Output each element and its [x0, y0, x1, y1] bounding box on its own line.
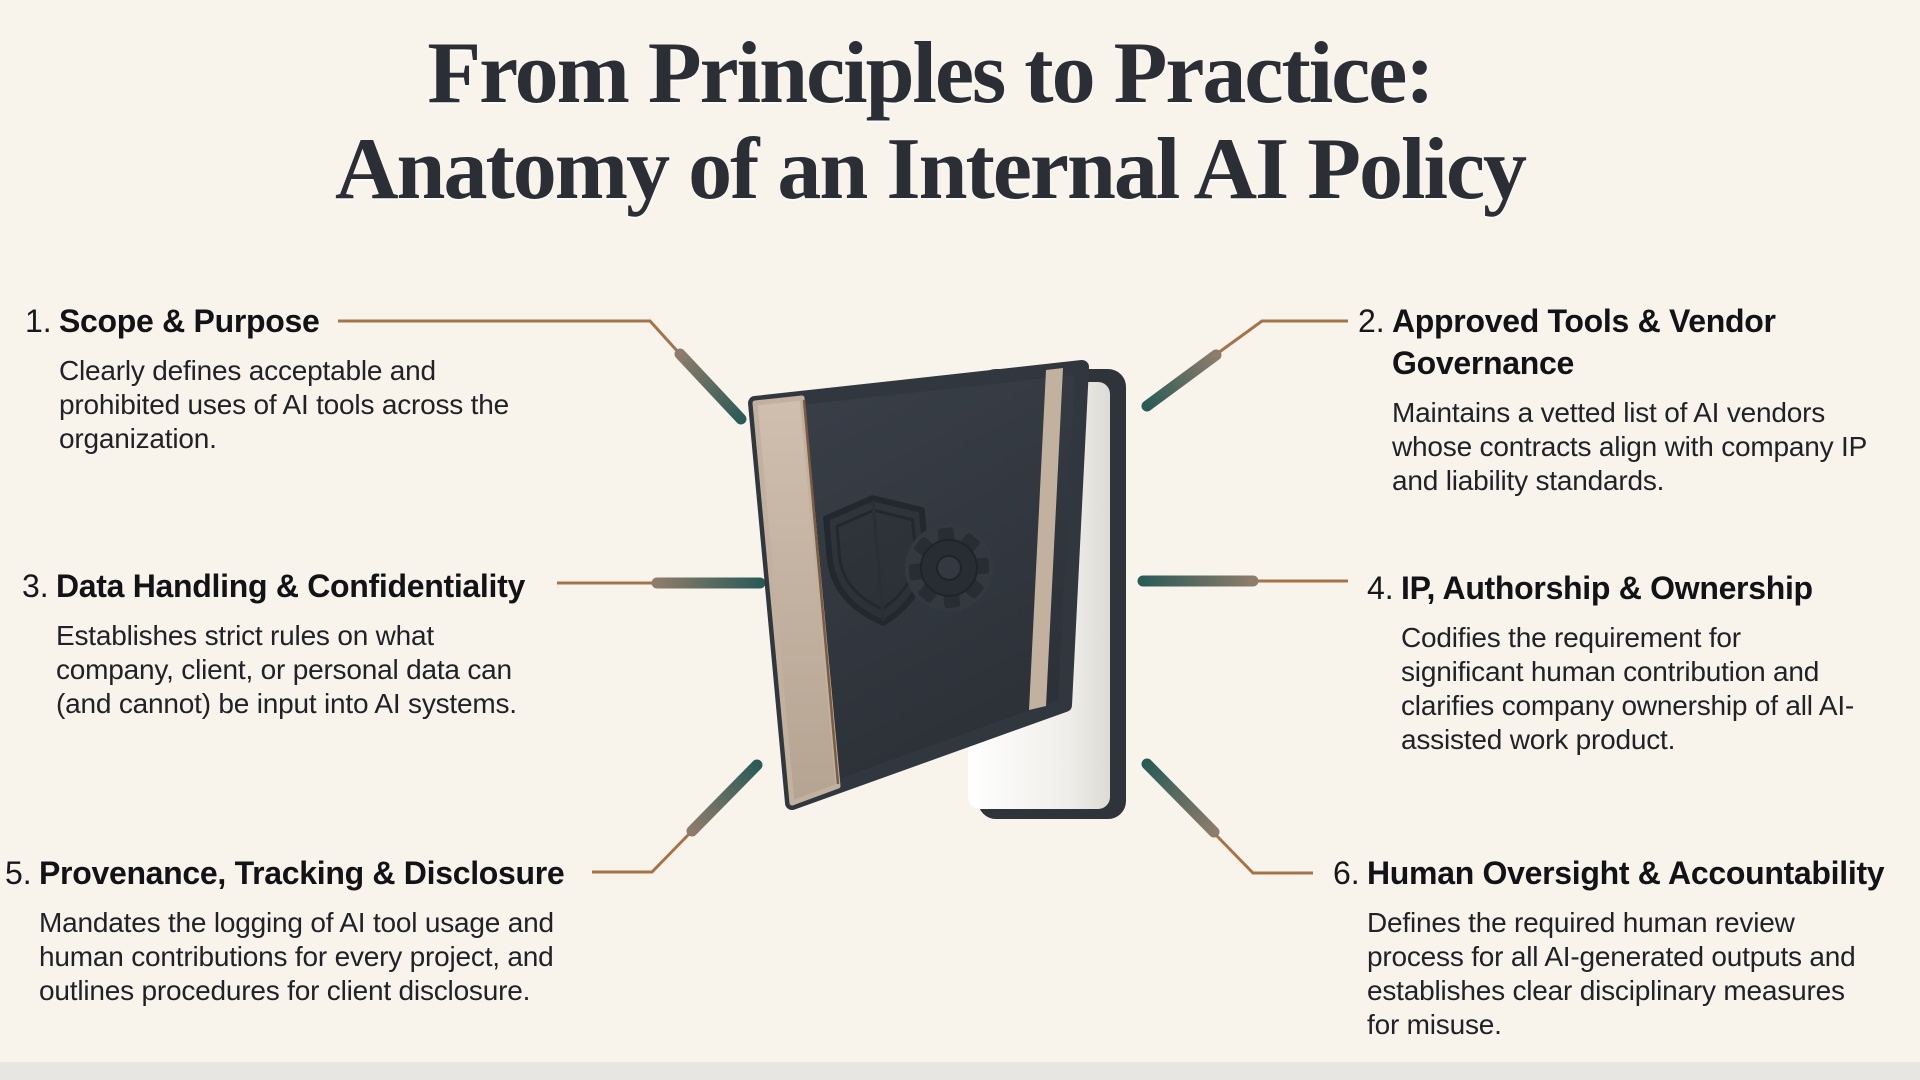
section-heading: Scope & Purpose [59, 303, 320, 339]
section-provenance-tracking-disclosure: 5. Provenance, Tracking & Disclosure Man… [5, 852, 605, 1008]
section-body: Clearly defines acceptable and prohibite… [59, 355, 509, 454]
section-heading: Data Handling & Confidentiality [56, 568, 525, 604]
book-spine [752, 395, 841, 806]
section-human-oversight-accountability: 6. Human Oversight & Accountability Defi… [1333, 852, 1918, 1042]
shield-gear-icon [823, 495, 993, 626]
section-number: 6. [1333, 855, 1360, 891]
section-number: 1. [25, 303, 52, 339]
section-body: Maintains a vetted list of AI vendors wh… [1392, 397, 1868, 496]
section-body: Codifies the requirement for significant… [1401, 622, 1855, 755]
section-heading: Human Oversight & Accountability [1367, 855, 1885, 891]
section-number: 5. [5, 855, 32, 891]
book-cover-tan-band [1029, 368, 1063, 710]
section-data-handling-confidentiality: 3. Data Handling & Confidentiality Estab… [22, 565, 582, 721]
section-heading: Approved Tools & Vendor Governance [1392, 303, 1776, 381]
section-number: 4. [1367, 570, 1394, 606]
section-number: 2. [1358, 303, 1385, 339]
section-ip-authorship-ownership: 4. IP, Authorship & Ownership Codifies t… [1367, 567, 1907, 757]
section-body: Establishes strict rules on what company… [56, 620, 517, 719]
page-title: From Principles to Practice: Anatomy of … [335, 25, 1527, 218]
footer-strip [0, 1062, 1920, 1080]
section-heading: Provenance, Tracking & Disclosure [39, 855, 565, 891]
section-body: Defines the required human review proces… [1367, 907, 1856, 1040]
section-number: 3. [22, 568, 49, 604]
section-body: Mandates the logging of AI tool usage an… [39, 907, 554, 1006]
section-heading: IP, Authorship & Ownership [1401, 570, 1813, 606]
section-scope-purpose: 1. Scope & Purpose Clearly defines accep… [25, 300, 565, 456]
policy-book-illustration [748, 360, 1126, 819]
section-approved-tools-vendor-governance: 2. Approved Tools & Vendor Governance Ma… [1358, 300, 1898, 498]
